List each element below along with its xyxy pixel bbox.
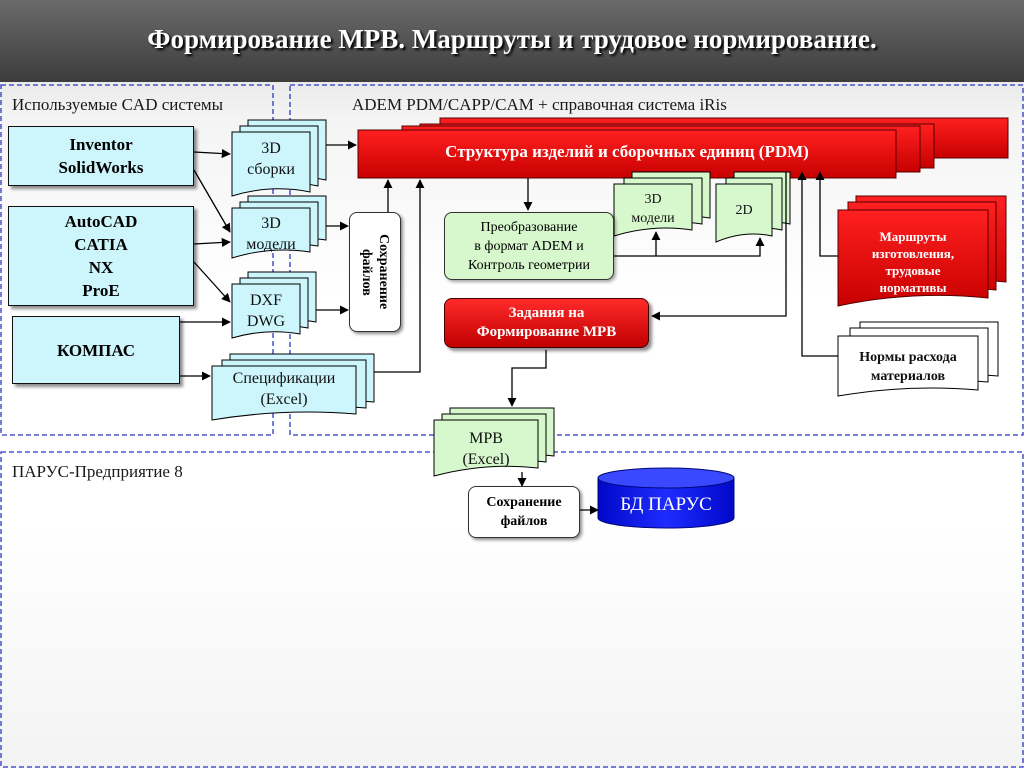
doc-label-dxf-dwg: DXF DWG xyxy=(246,292,286,330)
adem-section-frame xyxy=(289,84,1024,436)
db-parus-label: БД ПАРУС xyxy=(620,494,712,515)
dxf-dwg-doc-stack xyxy=(231,271,317,339)
pdm-2d-doc-stack xyxy=(715,171,791,243)
doc-label-pdm-models-3d: 3D модели xyxy=(631,192,675,226)
doc-label-pdm-2d: 2D xyxy=(735,203,753,218)
pdm-models-3d-doc-stack xyxy=(613,171,711,237)
routes-doc-stack xyxy=(837,195,1007,307)
save-files-vertical-label: Сохранение файлов xyxy=(359,234,391,310)
conversion-box: Преобразование в формат ADEM и Контроль … xyxy=(444,212,614,280)
arrow-conversion-to-pdm-2d xyxy=(656,237,765,257)
arrow-specs-to-pdm xyxy=(374,179,425,373)
cad-box-kompas: КОМПАС xyxy=(12,316,180,384)
cad-box-autocad-catia-nx-proe: AutoCAD CATIA NX ProE xyxy=(8,206,194,306)
pdm-structure-label: Структура изделий и сборочных единиц (PD… xyxy=(445,142,809,161)
models-3d-doc-stack xyxy=(231,195,327,259)
arrow-autocad-to-models xyxy=(193,237,231,247)
doc-label-models-3d: 3D модели xyxy=(246,215,296,253)
arrow-inventor-to-assemblies xyxy=(193,149,231,159)
arrow-mrv-tasks-to-mrv xyxy=(507,350,547,407)
db-parus-cylinder xyxy=(597,467,735,529)
doc-label-assemblies-3d: 3D сборки xyxy=(247,140,295,178)
material-norms-doc-stack xyxy=(837,321,999,397)
doc-label-specs: Спецификации (Excel) xyxy=(232,370,336,408)
cad-box-inventor-solidworks: Inventor SolidWorks xyxy=(8,126,194,186)
mrv-tasks-box: Задания на Формирование МРВ xyxy=(444,298,649,348)
doc-label-material-norms: Нормы расхода материалов xyxy=(859,350,957,384)
doc-label-mrv-excel: МРВ (Excel) xyxy=(462,430,510,468)
save-files-vertical-box: Сохранение файлов xyxy=(349,212,401,332)
section-label-parus: ПАРУС-Предприятие 8 xyxy=(12,462,183,481)
title-bar: Формирование МРВ. Маршруты и трудовое но… xyxy=(0,0,1024,82)
mrv-excel-doc-stack xyxy=(433,407,555,477)
arrow-pdm-to-mrv-tasks xyxy=(651,172,787,321)
routes-label: Маршруты изготовления, трудовые норматив… xyxy=(871,229,955,295)
section-label-adem: ADEM PDM/CAPP/CAM + справочная система i… xyxy=(352,95,727,114)
pdm-stack xyxy=(357,117,1009,179)
cad-section-frame xyxy=(0,84,274,436)
section-label-cad: Используемые CAD системы xyxy=(12,95,224,114)
arrow-routes-to-pdm xyxy=(815,171,838,257)
specs-doc-stack xyxy=(211,353,375,421)
assemblies-3d-doc-stack xyxy=(231,119,327,197)
arrow-conversion-to-pdm-models xyxy=(614,231,661,257)
arrow-autocad-to-dxf xyxy=(193,261,231,303)
slide-title: Формирование МРВ. Маршруты и трудовое но… xyxy=(147,24,877,54)
parus-section-frame xyxy=(0,451,1024,768)
arrow-inventor-to-models xyxy=(193,169,231,233)
save-files-box: Сохранение файлов xyxy=(468,486,580,538)
arrow-norms-to-pdm xyxy=(797,171,838,357)
